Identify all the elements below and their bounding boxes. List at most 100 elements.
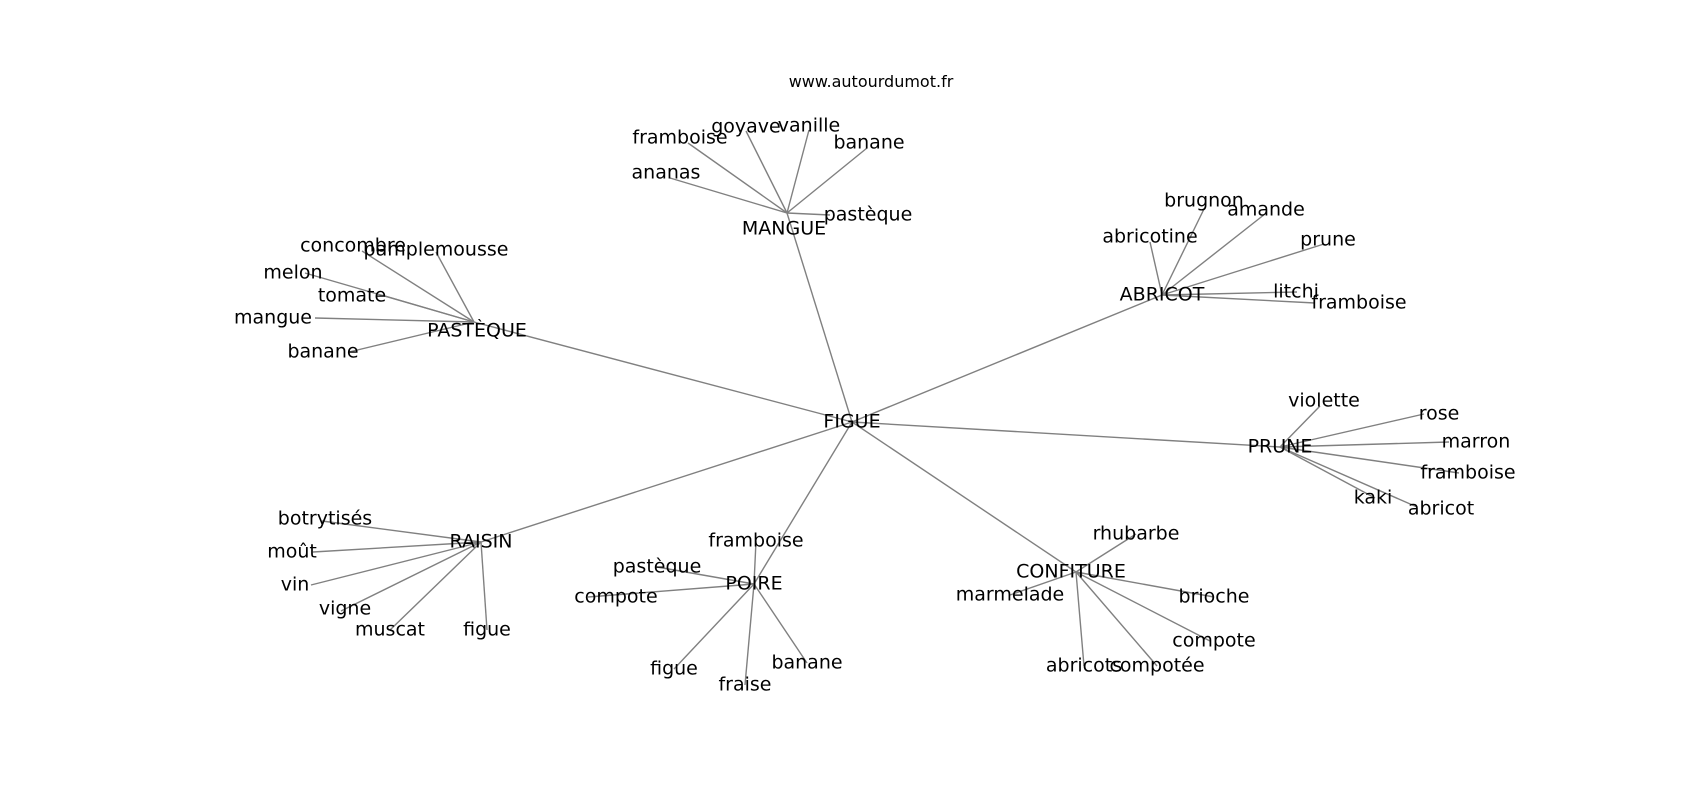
edge-group-to-leaf: [310, 541, 482, 586]
center-node: FIGUE: [823, 411, 880, 433]
edge-center-to-group: [753, 421, 853, 585]
leaf-node: ananas: [632, 162, 701, 184]
edge-group-to-leaf: [786, 147, 868, 214]
edge-group-to-leaf: [1075, 571, 1158, 667]
edge-group-to-leaf: [340, 541, 482, 612]
source-watermark: www.autourdumot.fr: [789, 72, 954, 91]
leaf-node: compote: [574, 586, 657, 608]
edge-group-to-leaf: [312, 541, 482, 553]
edge-group-to-leaf: [1075, 533, 1137, 573]
group-node: PASTÈQUE: [427, 319, 527, 342]
leaf-node: framboise: [1420, 462, 1515, 484]
leaf-node: vin: [281, 574, 310, 596]
leaf-node: abricotine: [1102, 226, 1197, 248]
edge-group-to-leaf: [1161, 243, 1325, 296]
leaf-node: framboise: [632, 127, 727, 149]
leaf-node: mangue: [234, 307, 312, 329]
node-labels: www.autourdumot.fr FIGUE MANGUE framboise…: [234, 72, 1516, 696]
edge-group-to-leaf: [587, 583, 755, 598]
leaf-node: figue: [463, 619, 511, 641]
edge-group-to-leaf: [753, 540, 757, 585]
edge-group-to-leaf: [1161, 291, 1298, 296]
leaf-node: tomate: [318, 285, 386, 307]
leaf-node: goyave: [711, 116, 781, 138]
leaf-node: litchi: [1273, 281, 1319, 303]
edge-group-to-leaf: [389, 541, 482, 631]
edge-group-to-leaf: [753, 583, 808, 664]
leaf-node: rhubarbe: [1093, 523, 1180, 545]
edge-group-to-leaf: [1279, 405, 1321, 448]
edge-group-to-leaf: [656, 566, 755, 585]
leaf-node: abricots: [1046, 655, 1122, 677]
edge-group-to-leaf: [361, 250, 475, 323]
leaf-node: brugnon: [1164, 190, 1244, 212]
edge-center-to-group: [480, 421, 853, 543]
group-node: RAISIN: [450, 531, 513, 553]
group-node: POIRE: [725, 573, 782, 595]
leaf-node: compote: [1172, 630, 1255, 652]
edge-group-to-leaf: [1279, 446, 1376, 499]
leaf-node: pamplemousse: [364, 239, 509, 261]
edge-group-to-leaf: [1075, 571, 1215, 598]
leaf-node: botrytisés: [278, 508, 372, 530]
leaf-node: fraise: [718, 674, 771, 696]
leaf-node: figue: [650, 658, 698, 680]
edge-group-to-leaf: [1279, 446, 1418, 508]
edge-group-to-leaf: [314, 317, 475, 323]
leaf-node: vanille: [778, 115, 840, 137]
edge-group-to-leaf: [1075, 571, 1085, 667]
edge-group-to-leaf: [1279, 413, 1425, 448]
leaf-node: marmelade: [956, 584, 1065, 606]
leaf-node: pastèque: [613, 556, 702, 578]
leaf-node: banane: [771, 652, 842, 674]
edge-group-to-leaf: [745, 130, 788, 214]
edge-group-to-leaf: [1161, 213, 1266, 296]
edge-group-to-leaf: [673, 583, 755, 670]
leaf-node: brioche: [1179, 586, 1250, 608]
edge-group-to-leaf: [384, 295, 475, 323]
edge-group-to-leaf: [480, 541, 488, 631]
group-node: MANGUE: [742, 218, 826, 240]
leaf-node: vigne: [319, 598, 371, 620]
group-node: PRUNE: [1248, 436, 1313, 458]
edge-group-to-leaf: [786, 212, 831, 216]
leaf-node: rose: [1419, 403, 1460, 425]
leaf-node: marron: [1442, 431, 1511, 453]
leaf-node: melon: [263, 262, 322, 284]
edges: [304, 129, 1460, 686]
leaf-node: framboise: [1311, 292, 1406, 314]
leaf-node: banane: [287, 341, 358, 363]
edge-group-to-leaf: [1149, 241, 1163, 296]
group-node: CONFITURE: [1016, 561, 1126, 583]
edge-center-to-group: [851, 294, 1163, 423]
leaf-node: muscat: [355, 619, 425, 641]
leaf-node: framboise: [708, 530, 803, 552]
edge-group-to-leaf: [687, 142, 788, 214]
leaf-node: moût: [267, 541, 317, 563]
edge-group-to-leaf: [786, 129, 810, 214]
edge-center-to-group: [786, 212, 853, 423]
edge-group-to-leaf: [1075, 571, 1211, 642]
edge-group-to-leaf: [1161, 294, 1316, 304]
leaf-node: concombre: [300, 235, 406, 257]
edge-group-to-leaf: [321, 520, 482, 543]
leaf-node: pastèque: [824, 204, 913, 226]
edge-center-to-group: [473, 321, 853, 423]
edge-center-to-group: [851, 421, 1281, 448]
leaf-node: prune: [1300, 229, 1356, 251]
edge-group-to-leaf: [1279, 441, 1450, 448]
edge-center-to-group: [851, 421, 1077, 573]
edge-group-to-leaf: [669, 177, 788, 214]
edge-group-to-leaf: [1009, 571, 1077, 596]
edge-group-to-leaf: [435, 251, 475, 323]
edge-group-to-leaf: [348, 321, 475, 353]
edge-group-to-leaf: [744, 583, 755, 686]
leaf-node: violette: [1288, 390, 1360, 412]
group-node: ABRICOT: [1120, 284, 1205, 306]
leaf-node: abricot: [1408, 498, 1474, 520]
edge-group-to-leaf: [1279, 446, 1460, 474]
leaf-node: kaki: [1354, 487, 1393, 509]
leaf-node: amande: [1227, 199, 1305, 221]
edge-group-to-leaf: [1161, 208, 1205, 296]
